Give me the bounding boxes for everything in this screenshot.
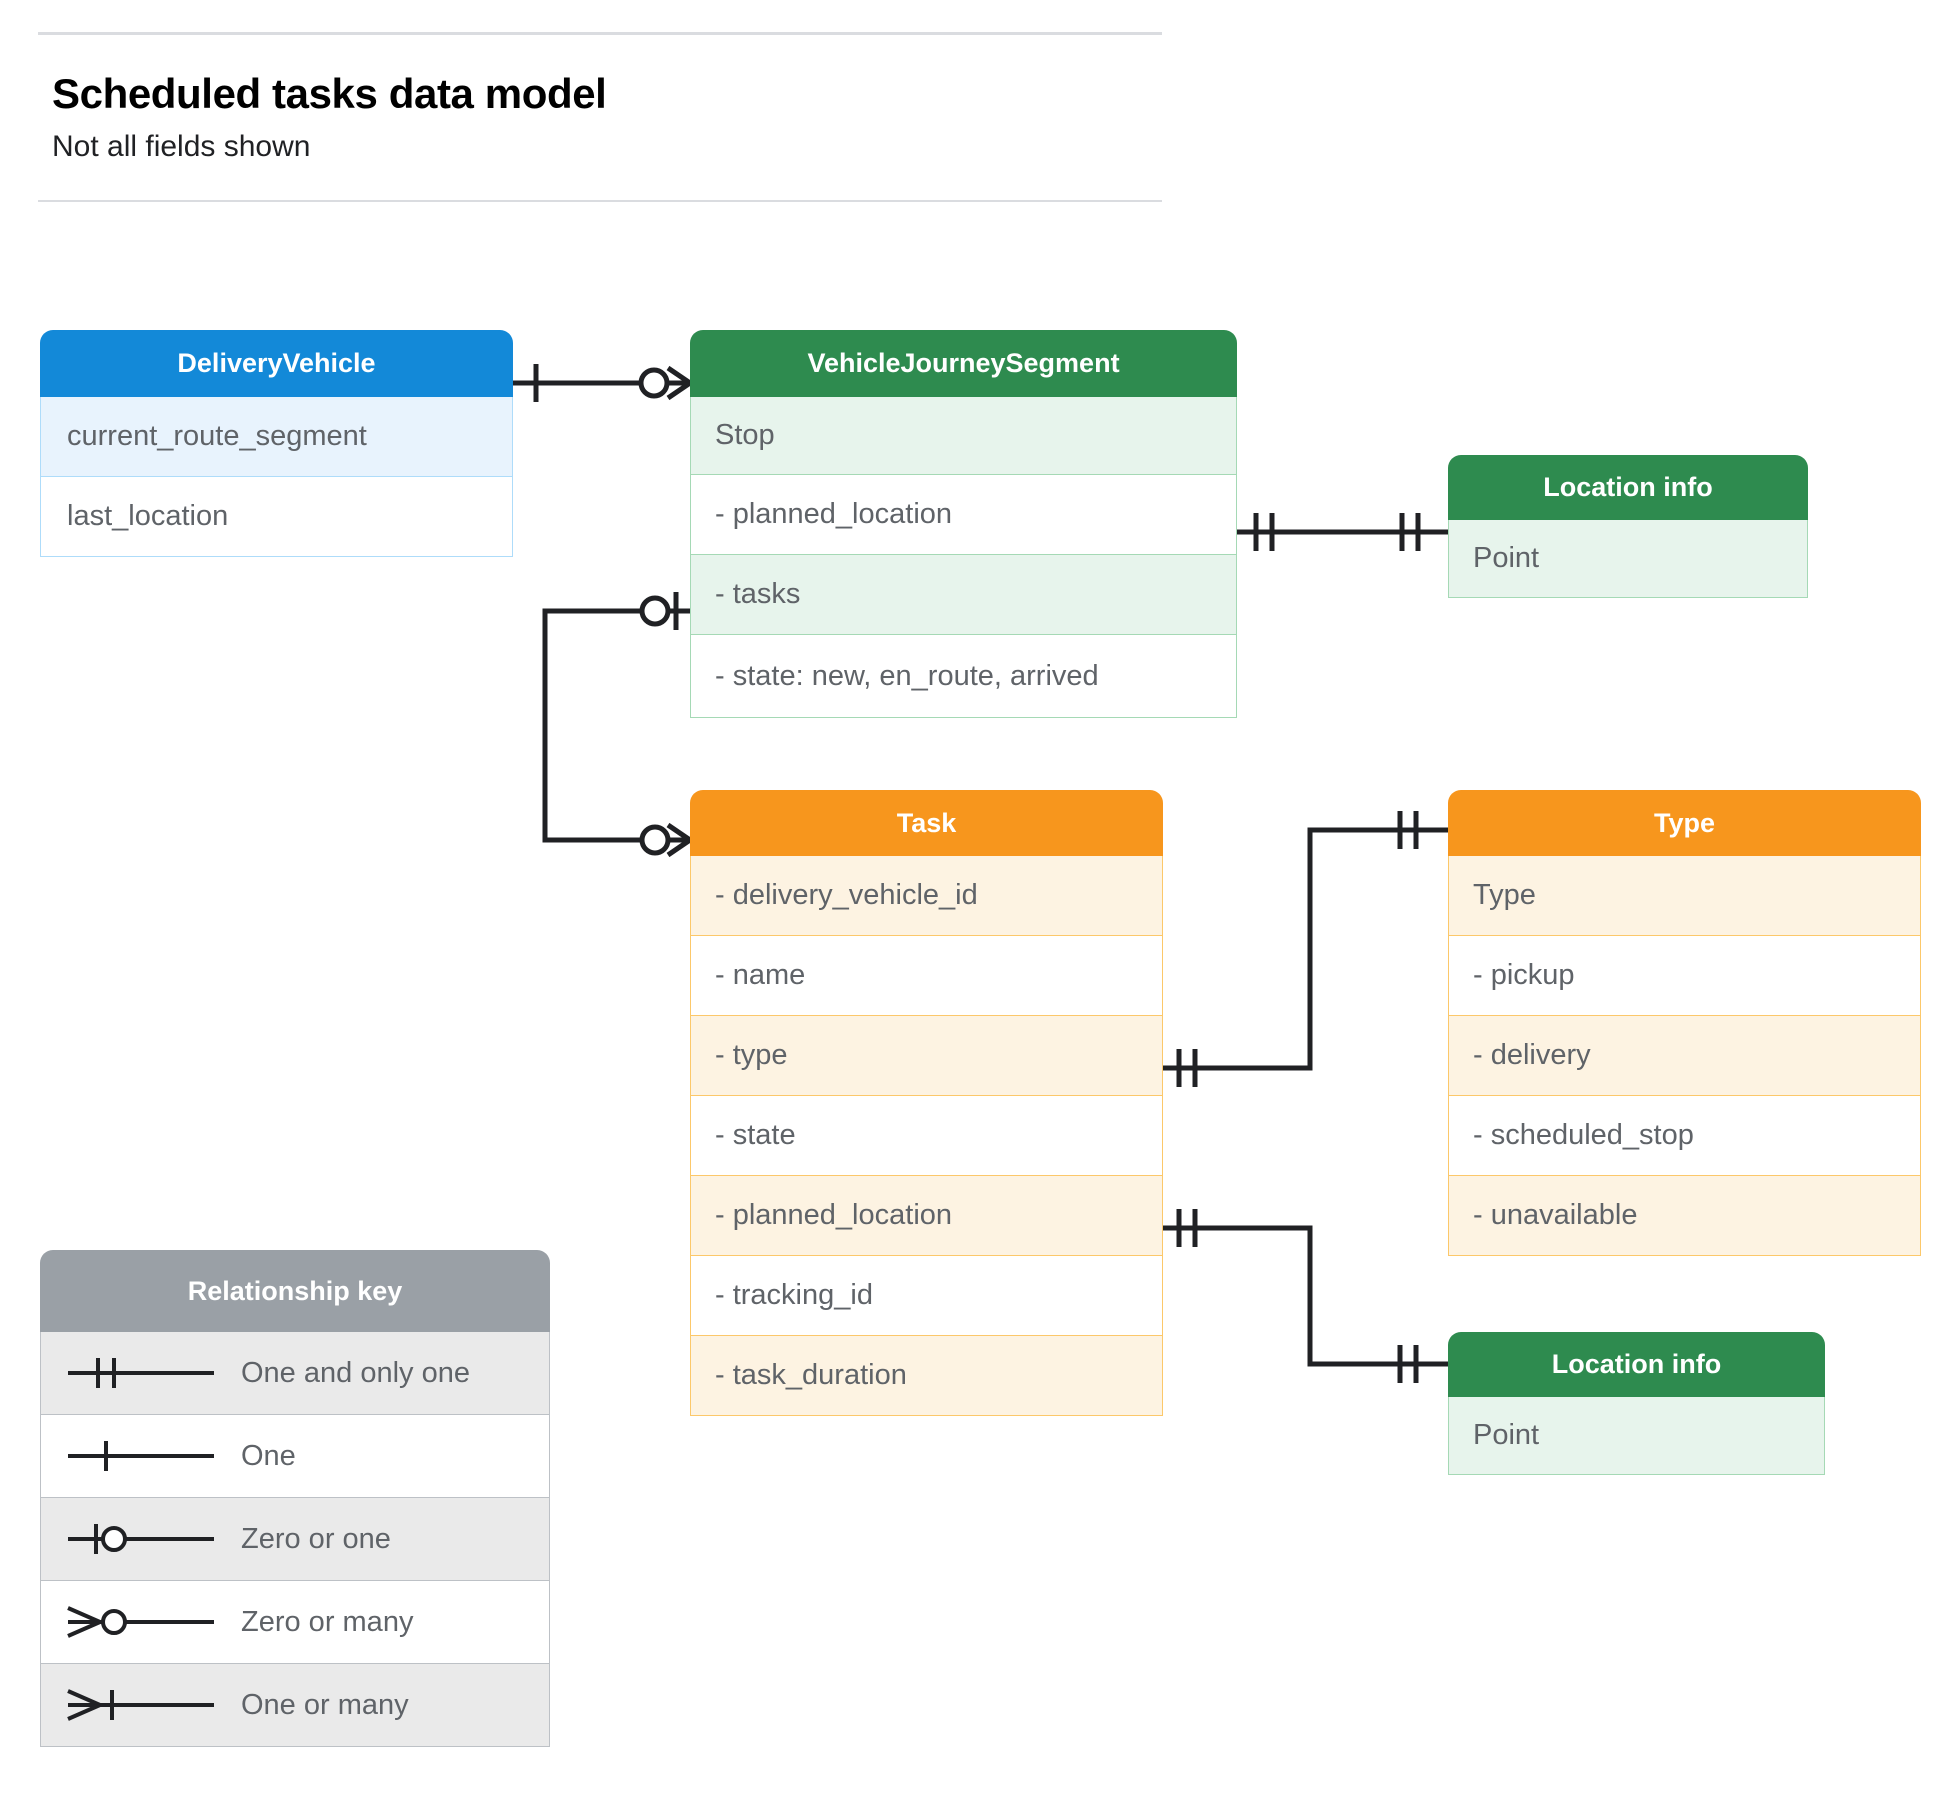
entity-type[interactable]: Type Type - pickup - delivery - schedule…	[1448, 790, 1921, 1256]
legend-item-zero-or-one: Zero or one	[40, 1498, 550, 1581]
field-label: - planned_location	[715, 1199, 953, 1231]
one-or-many-icon	[41, 1685, 241, 1725]
legend-item-label: Zero or one	[241, 1522, 391, 1555]
field-planned-location: - planned_location	[690, 1176, 1163, 1256]
field-stop: Stop	[690, 397, 1237, 475]
field-label: - state: new, en_route, arrived	[715, 659, 1099, 692]
field-point: Point	[1448, 1397, 1825, 1475]
field-label: Point	[1473, 1419, 1540, 1451]
field-label: - state	[715, 1119, 796, 1151]
entity-location-info-bottom-header: Location info	[1448, 1332, 1825, 1397]
entity-delivery-vehicle-title: DeliveryVehicle	[177, 348, 376, 378]
legend-relationship-key[interactable]: Relationship key One and only one One	[40, 1250, 550, 1747]
field-scheduled-stop: - scheduled_stop	[1448, 1096, 1921, 1176]
field-label: - delivery_vehicle_id	[715, 879, 978, 911]
field-label: - name	[715, 959, 806, 991]
legend-item-label: Zero or many	[241, 1605, 414, 1638]
legend-item-one-and-only-one: One and only one	[40, 1332, 550, 1415]
header-divider-top	[38, 32, 1162, 35]
field-point: Point	[1448, 520, 1808, 598]
field-label: - planned_location	[715, 498, 953, 530]
field-type-value: Type	[1448, 856, 1921, 936]
field-tasks: - tasks	[690, 555, 1237, 635]
one-and-only-one-icon	[41, 1353, 241, 1393]
page-subtitle: Not all fields shown	[52, 130, 311, 163]
field-current-route-segment: current_route_segment	[40, 397, 513, 477]
field-label: current_route_segment	[67, 420, 367, 452]
field-label: - type	[715, 1039, 788, 1071]
field-name: - name	[690, 936, 1163, 1016]
field-label: - task_duration	[715, 1359, 907, 1391]
field-label: Stop	[715, 419, 775, 451]
header-divider-bottom	[38, 200, 1162, 202]
legend-item-label: One or many	[241, 1688, 409, 1721]
field-label: Point	[1473, 542, 1540, 574]
field-label: - delivery	[1473, 1039, 1591, 1071]
entity-location-info-bottom-title: Location info	[1551, 1349, 1722, 1379]
zero-or-many-icon	[41, 1602, 241, 1642]
entity-location-info-bottom[interactable]: Location info Point	[1448, 1332, 1825, 1475]
field-type: - type	[690, 1016, 1163, 1096]
entity-task[interactable]: Task - delivery_vehicle_id - name - type…	[690, 790, 1163, 1416]
field-tracking-id: - tracking_id	[690, 1256, 1163, 1336]
field-task-duration: - task_duration	[690, 1336, 1163, 1416]
legend-title: Relationship key	[187, 1275, 403, 1306]
entity-task-title: Task	[896, 807, 957, 838]
field-label: - scheduled_stop	[1473, 1119, 1694, 1151]
entity-location-info-top[interactable]: Location info Point	[1448, 455, 1808, 598]
legend-item-label: One and only one	[241, 1356, 470, 1389]
entity-type-header: Type	[1448, 790, 1921, 856]
entity-delivery-vehicle-header: DeliveryVehicle	[40, 330, 513, 397]
field-delivery-vehicle-id: - delivery_vehicle_id	[690, 856, 1163, 936]
field-label: - unavailable	[1473, 1199, 1638, 1231]
legend-item-label: One	[241, 1439, 296, 1472]
entity-task-header: Task	[690, 790, 1163, 856]
zero-or-one-icon	[41, 1519, 241, 1559]
field-label: - pickup	[1473, 959, 1575, 991]
entity-location-info-top-title: Location info	[1543, 472, 1713, 502]
entity-type-title: Type	[1653, 807, 1715, 838]
entity-delivery-vehicle[interactable]: DeliveryVehicle current_route_segment la…	[40, 330, 513, 557]
field-unavailable: - unavailable	[1448, 1176, 1921, 1256]
entity-vehicle-journey-segment[interactable]: VehicleJourneySegment Stop - planned_loc…	[690, 330, 1237, 718]
field-label: Type	[1473, 879, 1536, 911]
field-pickup: - pickup	[1448, 936, 1921, 1016]
field-planned-location: - planned_location	[690, 475, 1237, 555]
page-title: Scheduled tasks data model	[52, 70, 607, 117]
field-label: - tracking_id	[715, 1279, 873, 1311]
entity-vehicle-journey-segment-header: VehicleJourneySegment	[690, 330, 1237, 397]
field-state: - state	[690, 1096, 1163, 1176]
field-state: - state: new, en_route, arrived	[690, 635, 1237, 718]
entity-location-info-top-header: Location info	[1448, 455, 1808, 520]
entity-vehicle-journey-segment-title: VehicleJourneySegment	[807, 348, 1120, 378]
legend-item-one: One	[40, 1415, 550, 1498]
field-label: - tasks	[715, 578, 801, 610]
field-last-location: last_location	[40, 477, 513, 557]
field-label: last_location	[67, 500, 229, 532]
field-delivery: - delivery	[1448, 1016, 1921, 1096]
legend-header: Relationship key	[40, 1250, 550, 1332]
legend-item-zero-or-many: Zero or many	[40, 1581, 550, 1664]
legend-item-one-or-many: One or many	[40, 1664, 550, 1747]
one-icon	[41, 1436, 241, 1476]
